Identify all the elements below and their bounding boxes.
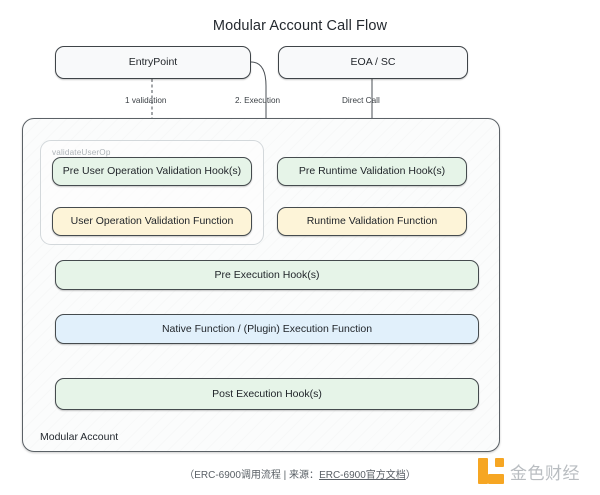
node-post-execution-hooks[interactable]: Post Execution Hook(s) — [55, 378, 479, 410]
node-user-operation-validation-function-label: User Operation Validation Function — [70, 215, 234, 228]
node-pre-execution-hooks[interactable]: Pre Execution Hook(s) — [55, 260, 479, 290]
jinse-logo-bar-vertical — [478, 458, 488, 484]
jinse-logo-square — [495, 458, 504, 467]
jinse-logo-bar-horizontal — [488, 474, 504, 484]
edge-label-execution: 2. Execution — [235, 96, 281, 105]
node-entrypoint-label: EntryPoint — [128, 56, 178, 69]
figure-caption-suffix: ） — [405, 470, 416, 481]
node-eoa-sc-label: EOA / SC — [350, 56, 396, 69]
node-entrypoint[interactable]: EntryPoint — [55, 46, 251, 79]
node-pre-runtime-validation-hooks-label: Pre Runtime Validation Hook(s) — [298, 165, 446, 178]
node-runtime-validation-function[interactable]: Runtime Validation Function — [277, 207, 467, 236]
node-pre-runtime-validation-hooks[interactable]: Pre Runtime Validation Hook(s) — [277, 157, 467, 186]
jinse-logo-icon — [478, 458, 504, 484]
validate-userop-label: validateUserOp — [52, 148, 111, 157]
figure-caption-prefix: （ERC-6900调用流程 | 来源： — [184, 470, 320, 481]
edge-label-validation: 1 validation — [125, 96, 167, 105]
node-pre-execution-hooks-label: Pre Execution Hook(s) — [214, 268, 320, 281]
node-native-plugin-execution-function[interactable]: Native Function / (Plugin) Execution Fun… — [55, 314, 479, 344]
node-native-plugin-execution-function-label: Native Function / (Plugin) Execution Fun… — [161, 322, 373, 335]
figure-caption-source-link[interactable]: ERC-6900官方文档 — [319, 470, 406, 481]
watermark-logo: 金色财经 — [478, 458, 580, 484]
node-user-operation-validation-function[interactable]: User Operation Validation Function — [52, 207, 252, 236]
figure-caption: （ERC-6900调用流程 | 来源：ERC-6900官方文档） — [0, 466, 600, 481]
node-runtime-validation-function-label: Runtime Validation Function — [306, 215, 438, 228]
node-post-execution-hooks-label: Post Execution Hook(s) — [212, 387, 322, 400]
modular-account-label: Modular Account — [40, 431, 119, 443]
watermark-text: 金色财经 — [510, 463, 580, 484]
node-pre-user-operation-validation-hooks[interactable]: Pre User Operation Validation Hook(s) — [52, 157, 252, 186]
edge-label-direct-call: Direct Call — [342, 96, 380, 105]
page-title: Modular Account Call Flow — [212, 18, 388, 34]
node-pre-user-operation-validation-hooks-label: Pre User Operation Validation Hook(s) — [62, 165, 242, 178]
node-eoa-sc[interactable]: EOA / SC — [278, 46, 468, 79]
